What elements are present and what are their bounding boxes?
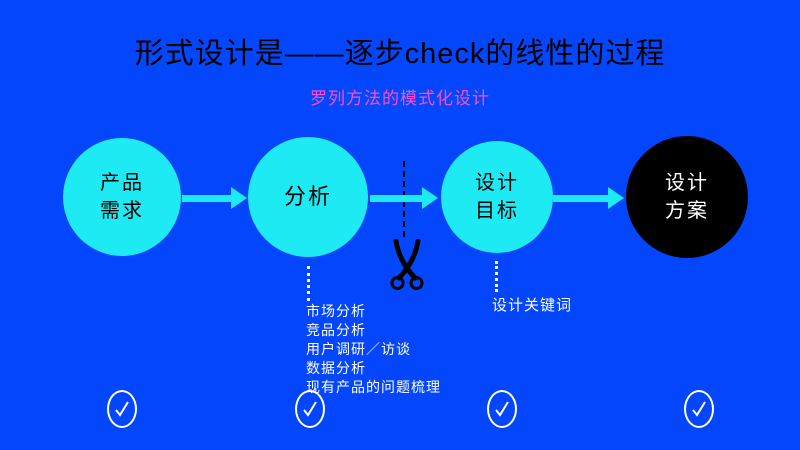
list-item: 市场分析 bbox=[306, 303, 366, 319]
check-circle-icon bbox=[295, 390, 325, 428]
list-item: 数据分析 bbox=[306, 360, 366, 376]
list-item: 现有产品的问题梳理 bbox=[306, 379, 441, 395]
arrow-head bbox=[422, 187, 438, 209]
analysis-dotted-connector bbox=[307, 266, 310, 301]
design-goal-dotted-connector bbox=[495, 261, 498, 292]
flow-arrow-icon bbox=[370, 187, 438, 209]
design-keyword-note: 设计关键词 bbox=[492, 297, 573, 314]
step-label-line: 分析 bbox=[283, 184, 332, 210]
step-label-line: 目标 bbox=[475, 200, 519, 222]
step-circle-design-solution: 设计 方案 bbox=[626, 136, 748, 258]
step-circle-product-needs: 产品 需求 bbox=[63, 138, 181, 256]
slide-subtitle: 罗列方法的模式化设计 bbox=[310, 89, 490, 108]
arrow-shaft bbox=[182, 194, 231, 202]
check-circle-icon bbox=[107, 390, 137, 428]
slide-title: 形式设计是——逐步check的线性的过程 bbox=[134, 38, 666, 70]
list-item: 竞品分析 bbox=[306, 322, 366, 338]
arrow-shaft bbox=[553, 194, 608, 202]
arrow-head bbox=[231, 187, 247, 209]
step-label-line: 产品 bbox=[100, 171, 144, 194]
flow-arrow-icon bbox=[182, 187, 247, 209]
scissors-icon bbox=[389, 238, 425, 296]
check-circle-icon bbox=[684, 390, 714, 428]
flow-arrow-icon bbox=[553, 187, 624, 209]
check-circle-icon bbox=[487, 390, 517, 428]
arrow-head bbox=[608, 187, 624, 209]
step-label-line: 设计 bbox=[665, 171, 709, 194]
step-circle-analysis: 分析 bbox=[248, 137, 368, 257]
list-item: 用户调研／访谈 bbox=[306, 341, 411, 357]
step-label-line: 需求 bbox=[100, 200, 144, 222]
step-label-line: 设计 bbox=[475, 171, 519, 194]
arrow-shaft bbox=[370, 194, 422, 202]
step-circle-design-goals: 设计 目标 bbox=[441, 141, 553, 253]
step-label-line: 方案 bbox=[665, 200, 709, 222]
analysis-method-list: 市场分析 竞品分析 用户调研／访谈 数据分析 现有产品的问题梳理 bbox=[306, 302, 441, 397]
